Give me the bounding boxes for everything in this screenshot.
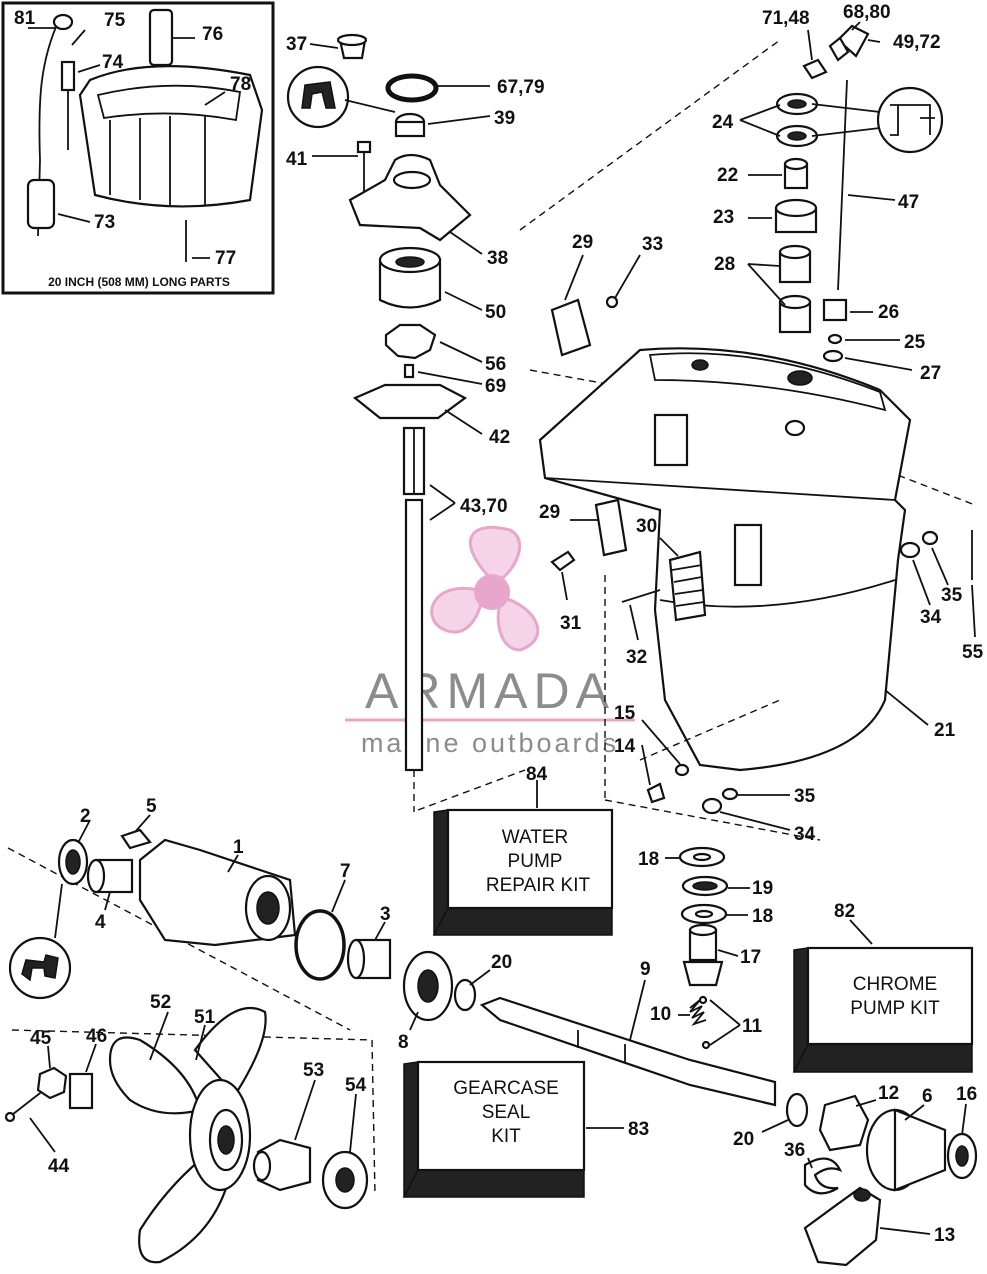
label-33: 33 [642, 234, 663, 255]
label-12: 12 [878, 1083, 899, 1104]
label-25: 25 [904, 332, 926, 353]
label-26: 26 [878, 302, 899, 323]
label-51: 51 [194, 1007, 216, 1028]
chrome-pump-kit: 82 CHROME PUMP KIT [792, 901, 974, 1073]
label-71-48: 71,48 [762, 8, 810, 29]
label-73: 73 [94, 212, 115, 233]
label-43-70: 43,70 [460, 496, 508, 517]
label-50: 50 [485, 302, 506, 323]
label-84: 84 [526, 764, 548, 785]
label-27: 27 [920, 363, 941, 384]
label-28: 28 [714, 254, 735, 275]
label-29-lower: 29 [539, 502, 560, 523]
label-24: 24 [712, 112, 734, 133]
label-36: 36 [784, 1140, 805, 1161]
label-18-lower: 18 [752, 906, 773, 927]
propshaft-group: 2 5 1 7 4 3 20 9 8 10 11 [7, 796, 777, 1196]
water-pump-kit: 84 WATER PUMP REPAIR KIT [432, 764, 614, 936]
label-20-left: 20 [491, 952, 512, 973]
label-53: 53 [303, 1060, 324, 1081]
gearcase-housing: 29 33 29 30 31 32 34 35 55 21 15 14 35 3… [538, 232, 984, 845]
label-31: 31 [560, 613, 582, 634]
gearcase-seal-kit-line1: GEARCASE [453, 1078, 559, 1099]
label-54: 54 [345, 1075, 367, 1096]
label-17: 17 [740, 947, 761, 968]
water-pump-kit-line3: REPAIR KIT [486, 875, 591, 896]
propeller-logo-icon [430, 525, 540, 652]
inset-long-parts: 81 75 76 74 78 73 77 20 INCH (508 MM) LO… [1, 1, 275, 295]
label-9: 9 [640, 959, 651, 980]
label-16: 16 [956, 1084, 977, 1105]
label-18-upper: 18 [638, 849, 659, 870]
armada-watermark: ARMADA marine outboards [345, 525, 635, 758]
label-30: 30 [636, 516, 657, 537]
label-82: 82 [834, 901, 855, 922]
water-pump-kit-line1: WATER [502, 827, 569, 848]
label-75: 75 [104, 10, 126, 31]
label-83: 83 [628, 1119, 649, 1140]
shift-rod-group: 71,48 68,80 49,72 24 22 47 23 28 26 25 2… [519, 2, 976, 506]
watermark-brand: ARMADA [365, 663, 615, 719]
label-81: 81 [14, 8, 36, 29]
label-37: 37 [286, 34, 307, 55]
label-47: 47 [898, 192, 919, 213]
label-44: 44 [48, 1156, 70, 1177]
label-76: 76 [202, 24, 223, 45]
label-14: 14 [614, 736, 636, 757]
label-38: 38 [487, 248, 508, 269]
pinion-stack-group: 18 19 18 17 [638, 846, 773, 987]
label-23: 23 [713, 207, 734, 228]
chrome-pump-kit-line1: CHROME [853, 974, 937, 995]
gearcase-seal-kit-line3: KIT [491, 1126, 521, 1147]
inset-caption: 20 INCH (508 MM) LONG PARTS [48, 275, 230, 289]
label-6: 6 [922, 1086, 933, 1107]
label-67-79: 67,79 [497, 77, 545, 98]
label-5: 5 [146, 796, 157, 817]
label-20-right: 20 [733, 1129, 754, 1150]
label-68-80: 68,80 [843, 2, 891, 23]
label-8: 8 [398, 1032, 409, 1053]
label-78: 78 [230, 74, 251, 95]
label-74: 74 [102, 52, 124, 73]
clutch-forward-gear-group: 20 12 6 16 36 13 [733, 1083, 977, 1267]
gearcase-seal-kit-line2: SEAL [482, 1102, 531, 1123]
label-69: 69 [485, 376, 506, 397]
label-46: 46 [86, 1026, 107, 1047]
label-77: 77 [215, 248, 236, 269]
water-pump-group: 37 67,79 39 41 38 50 56 69 42 43,70 [286, 33, 545, 812]
label-56: 56 [485, 354, 506, 375]
propeller-group: 52 51 45 46 53 54 44 [4, 992, 369, 1264]
label-11: 11 [742, 1016, 763, 1037]
label-13: 13 [934, 1225, 955, 1246]
label-45: 45 [30, 1028, 52, 1049]
label-21: 21 [934, 720, 956, 741]
label-19: 19 [752, 878, 773, 899]
label-35-right: 35 [941, 585, 963, 606]
label-35-lower: 35 [794, 786, 816, 807]
label-2: 2 [80, 806, 91, 827]
water-pump-kit-line2: PUMP [508, 851, 563, 872]
label-52: 52 [150, 992, 171, 1013]
label-42: 42 [489, 427, 510, 448]
label-55: 55 [962, 642, 984, 663]
label-41: 41 [286, 149, 308, 170]
label-1: 1 [233, 837, 244, 858]
label-3: 3 [380, 904, 391, 925]
label-22: 22 [717, 165, 738, 186]
label-34-lower: 34 [794, 824, 816, 845]
label-39: 39 [494, 108, 515, 129]
label-10: 10 [650, 1004, 671, 1025]
gearcase-seal-kit: 83 GEARCASE SEAL KIT [402, 1060, 649, 1198]
chrome-pump-kit-line2: PUMP KIT [850, 998, 940, 1019]
label-4: 4 [95, 912, 106, 933]
label-29-upper: 29 [572, 232, 593, 253]
label-32: 32 [626, 647, 647, 668]
label-15: 15 [614, 703, 636, 724]
label-7: 7 [340, 861, 351, 882]
watermark-subtitle: marine outboards [361, 728, 619, 758]
label-49-72: 49,72 [893, 32, 941, 53]
label-34-right: 34 [920, 607, 942, 628]
